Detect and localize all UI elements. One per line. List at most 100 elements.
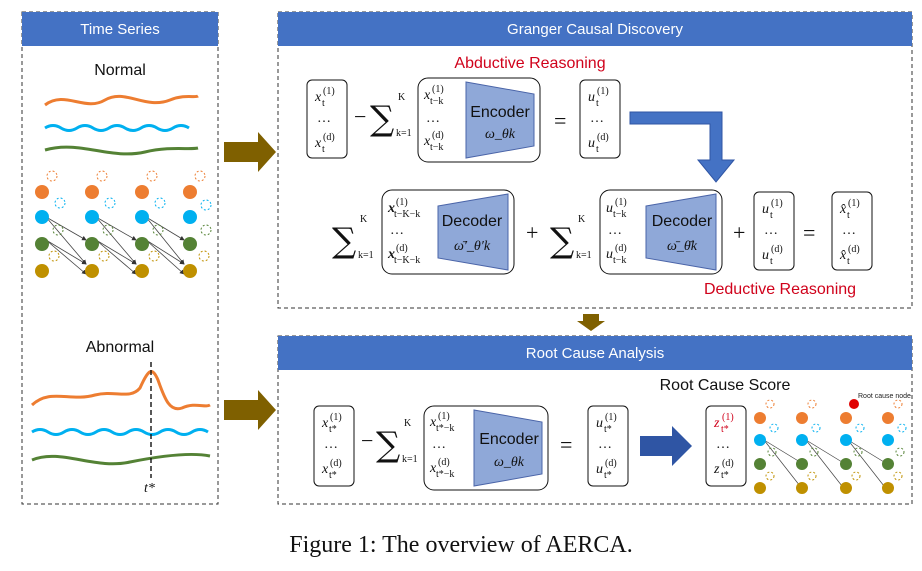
encoder-param-2: ω_θk xyxy=(494,455,525,470)
svg-text:t*: t* xyxy=(721,424,729,435)
abnormal-label: Abnormal xyxy=(86,339,154,356)
arrow-to-deductive xyxy=(629,111,736,183)
svg-text:t*: t* xyxy=(604,424,612,435)
svg-text:u: u xyxy=(588,90,595,105)
svg-text:…: … xyxy=(716,437,730,452)
arrow-to-score xyxy=(640,426,692,466)
svg-text:(d): (d) xyxy=(330,458,342,469)
time-series-title: Time Series xyxy=(80,21,159,38)
root-cause-node-label: Root cause node xyxy=(858,393,911,400)
svg-text:(d): (d) xyxy=(432,130,444,141)
svg-text:…: … xyxy=(842,223,856,238)
deductive-equation: ∑ K k=1 x(1)t−K−k … x(d)t−K−k Decoder ω̄… xyxy=(332,189,873,275)
svg-text:x: x xyxy=(314,90,322,105)
svg-text:…: … xyxy=(390,223,404,238)
decoder-param-1: ω̄′_θ′k xyxy=(454,239,491,254)
root-cause-score-label: Root Cause Score xyxy=(660,377,791,394)
svg-text:…: … xyxy=(608,223,622,238)
svg-text:t: t xyxy=(322,144,325,155)
normal-series-green xyxy=(44,145,199,156)
svg-text:∑: ∑ xyxy=(550,221,574,261)
svg-text:u: u xyxy=(762,202,769,217)
abductive-equation: x(1)t … x(d)t − ∑ K k=1 x(1)t−k … x(d)t−… xyxy=(306,77,621,163)
svg-text:x: x xyxy=(387,247,395,262)
anomaly-time-label: t* xyxy=(144,481,155,496)
svg-text:(d): (d) xyxy=(323,132,335,143)
svg-text:(1): (1) xyxy=(848,198,860,209)
svg-text:x: x xyxy=(321,416,329,431)
abductive-label: Abductive Reasoning xyxy=(454,55,605,72)
encoder-shape-1 xyxy=(465,81,535,159)
svg-text:∑: ∑ xyxy=(332,221,356,261)
svg-text:u: u xyxy=(762,248,769,263)
root-cause-header xyxy=(278,336,912,370)
svg-text:t−k: t−k xyxy=(613,209,626,220)
root-cause-title: Root Cause Analysis xyxy=(526,345,664,362)
svg-text:−: − xyxy=(361,428,373,453)
svg-text:=: = xyxy=(554,108,566,133)
svg-text:t: t xyxy=(770,256,773,267)
svg-text:(d): (d) xyxy=(722,458,734,469)
decoder-shape-1 xyxy=(437,193,509,271)
svg-text:(1): (1) xyxy=(615,197,627,208)
svg-text:K: K xyxy=(360,214,368,225)
time-series-panel: Time Series Normal xyxy=(21,11,219,505)
arrow-granger-to-rca xyxy=(577,314,605,331)
normal-series-cyan xyxy=(44,124,190,132)
svg-text:t*: t* xyxy=(721,470,729,481)
svg-text:(1): (1) xyxy=(597,86,609,97)
svg-text:…: … xyxy=(590,111,604,126)
svg-text:+: + xyxy=(526,220,538,245)
svg-text:k=1: k=1 xyxy=(396,128,412,139)
svg-text:∑: ∑ xyxy=(370,99,394,139)
causal-graph-left xyxy=(35,170,212,278)
abnormal-series-orange xyxy=(30,370,211,411)
granger-panel: Granger Causal Discovery Abductive Reaso… xyxy=(277,11,913,309)
encoder-label-1: Encoder xyxy=(470,104,530,121)
svg-text:(1): (1) xyxy=(438,411,450,422)
svg-text:x: x xyxy=(429,461,437,476)
rca-equation: x(1)t* … x(d)t* − ∑ K k=1 x(1)t*−k … x(d… xyxy=(313,405,747,491)
svg-text:(1): (1) xyxy=(396,197,408,208)
svg-text:t−K−k: t−K−k xyxy=(394,255,420,266)
svg-text:z: z xyxy=(713,416,720,431)
abnormal-series-cyan xyxy=(31,428,209,436)
svg-text:(d): (d) xyxy=(438,457,450,468)
svg-text:(d): (d) xyxy=(597,132,609,143)
arrow-to-granger xyxy=(224,132,276,172)
svg-text:…: … xyxy=(432,437,446,452)
svg-text:=: = xyxy=(803,220,815,245)
time-series-header xyxy=(22,12,218,46)
svg-text:t*: t* xyxy=(329,470,337,481)
svg-text:k=1: k=1 xyxy=(358,250,374,261)
decoder-shape-2 xyxy=(645,193,717,271)
svg-text:u: u xyxy=(596,462,603,477)
svg-text:(1): (1) xyxy=(771,198,783,209)
svg-text:t−k: t−k xyxy=(613,255,626,266)
svg-text:(1): (1) xyxy=(432,84,444,95)
svg-text:(1): (1) xyxy=(323,86,335,97)
deductive-label: Deductive Reasoning xyxy=(704,281,856,298)
normal-series-orange xyxy=(44,94,199,107)
svg-text:x: x xyxy=(321,462,329,477)
svg-text:t: t xyxy=(847,210,850,221)
encoder-shape-2 xyxy=(473,409,543,487)
svg-text:t*: t* xyxy=(604,470,612,481)
svg-text:u: u xyxy=(606,201,613,216)
svg-text:…: … xyxy=(324,437,338,452)
svg-text:(d): (d) xyxy=(771,244,783,255)
arrow-to-rca xyxy=(224,390,276,430)
svg-text:…: … xyxy=(764,223,778,238)
svg-text:t−k: t−k xyxy=(430,142,443,153)
svg-text:u: u xyxy=(596,416,603,431)
svg-text:k=1: k=1 xyxy=(576,250,592,261)
svg-text:t*−k: t*−k xyxy=(436,423,454,434)
svg-text:−: − xyxy=(354,104,366,129)
svg-text:x̂: x̂ xyxy=(839,202,847,217)
granger-header xyxy=(278,12,912,46)
svg-text:t*: t* xyxy=(329,424,337,435)
svg-text:(1): (1) xyxy=(330,412,342,423)
svg-text:(d): (d) xyxy=(615,243,627,254)
svg-text:…: … xyxy=(598,437,612,452)
svg-text:t*−k: t*−k xyxy=(436,469,454,480)
